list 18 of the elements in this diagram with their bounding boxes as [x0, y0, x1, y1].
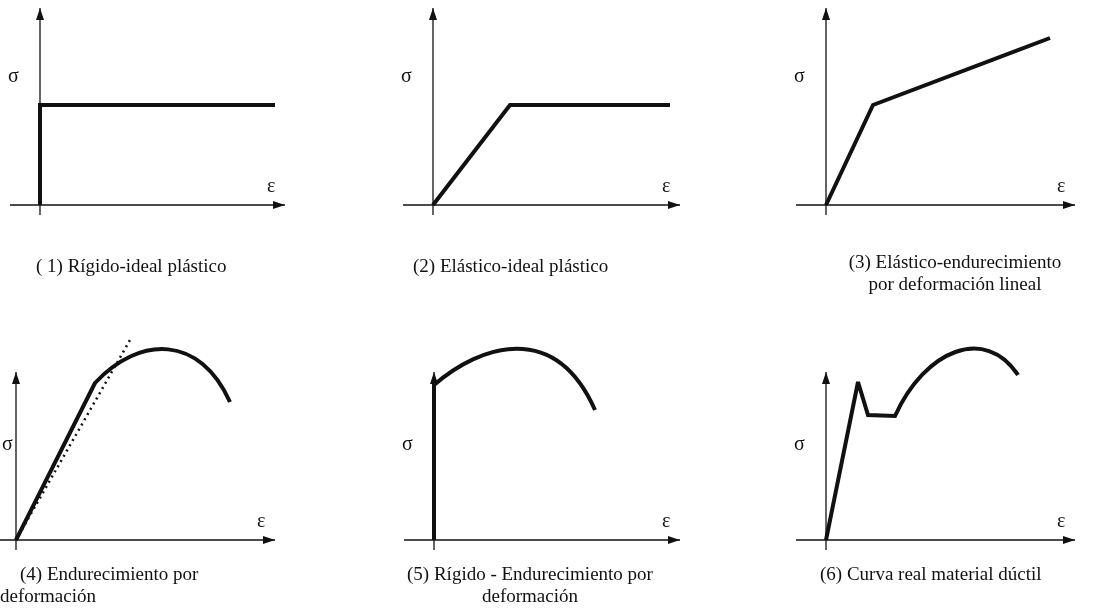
- chart-caption: (2) Elástico-ideal plástico: [413, 255, 610, 277]
- chart-caption: (3) Elástico-endurecimiento por deformación lineal: [847, 251, 1063, 295]
- chart-caption: ( 1) Rígido-ideal plástico: [36, 255, 228, 277]
- axis-label: ε: [1057, 510, 1067, 530]
- axis-label: σ: [2, 433, 14, 453]
- axis-label: σ: [8, 65, 20, 85]
- chart-caption: (4) Endurecimiento por deformación: [0, 563, 200, 607]
- axis-label: σ: [794, 65, 806, 85]
- axis-label: ε: [1057, 175, 1067, 195]
- chart-caption: (5) Rígido - Endurecimiento por deformación: [406, 563, 654, 607]
- axis-label: ε: [662, 510, 672, 530]
- axis-label: σ: [401, 65, 413, 85]
- axis-label: ε: [257, 510, 267, 530]
- axis-label: σ: [794, 433, 806, 453]
- axis-label: σ: [402, 433, 414, 453]
- chart-caption: (6) Curva real material dúctil: [820, 563, 1043, 585]
- axis-label: ε: [267, 175, 277, 195]
- axis-label: ε: [662, 175, 672, 195]
